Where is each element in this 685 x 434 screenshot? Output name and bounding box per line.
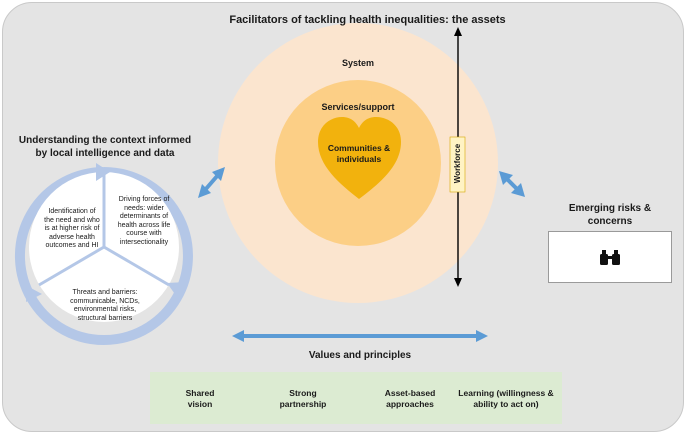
binoculars-icon-graphic bbox=[600, 250, 620, 265]
values-heading: Values and principles bbox=[308, 350, 412, 361]
segment-threats-text: Threats and barriers: communicable, NCDs… bbox=[70, 289, 140, 322]
cycle-arrow-right bbox=[167, 282, 186, 297]
communities-label-line1: Communities & bbox=[327, 143, 391, 153]
risks-heading-line1: Emerging risks & bbox=[568, 203, 652, 214]
context-heading-line1: Understanding the context informed bbox=[18, 135, 192, 146]
workforce-label-box bbox=[449, 136, 466, 193]
value-strong-partnership: Strong partnership bbox=[279, 388, 327, 409]
context-cycle bbox=[15, 163, 193, 345]
values-box: Shared vision Strong partnership Asset-b… bbox=[150, 372, 562, 424]
values-connector-arrow bbox=[232, 330, 488, 342]
communities-label-line2: individuals bbox=[336, 154, 382, 164]
cycle-arrow-top bbox=[96, 163, 110, 181]
system-label: System bbox=[341, 58, 375, 68]
diagram-title: Facilitators of tackling health inequali… bbox=[229, 14, 506, 26]
binoculars-icon bbox=[549, 232, 671, 282]
value-shared-vision: Shared vision bbox=[185, 388, 215, 409]
context-heading-line2: by local intelligence and data bbox=[35, 148, 175, 159]
right-connector-arrow bbox=[499, 171, 525, 197]
value-asset-based-approaches: Asset-based approaches bbox=[384, 388, 436, 409]
workforce-label: Workforce bbox=[453, 143, 462, 184]
workforce-arrow-bottom bbox=[454, 278, 462, 287]
communities-heart-icon bbox=[318, 117, 401, 199]
segment-identification-text: Identification of the need and who is at… bbox=[44, 208, 100, 250]
risks-box bbox=[548, 231, 672, 283]
workforce-arrow-top bbox=[454, 27, 462, 36]
cycle-arrow-left bbox=[26, 286, 42, 302]
risks-heading-line2: concerns bbox=[587, 216, 633, 227]
left-connector-arrow bbox=[198, 167, 225, 198]
services-label: Services/support bbox=[321, 102, 395, 112]
value-learning: Learning (willingness & ability to act o… bbox=[458, 388, 554, 409]
segment-driving-forces-text: Driving forces of needs: wider determina… bbox=[117, 196, 171, 246]
